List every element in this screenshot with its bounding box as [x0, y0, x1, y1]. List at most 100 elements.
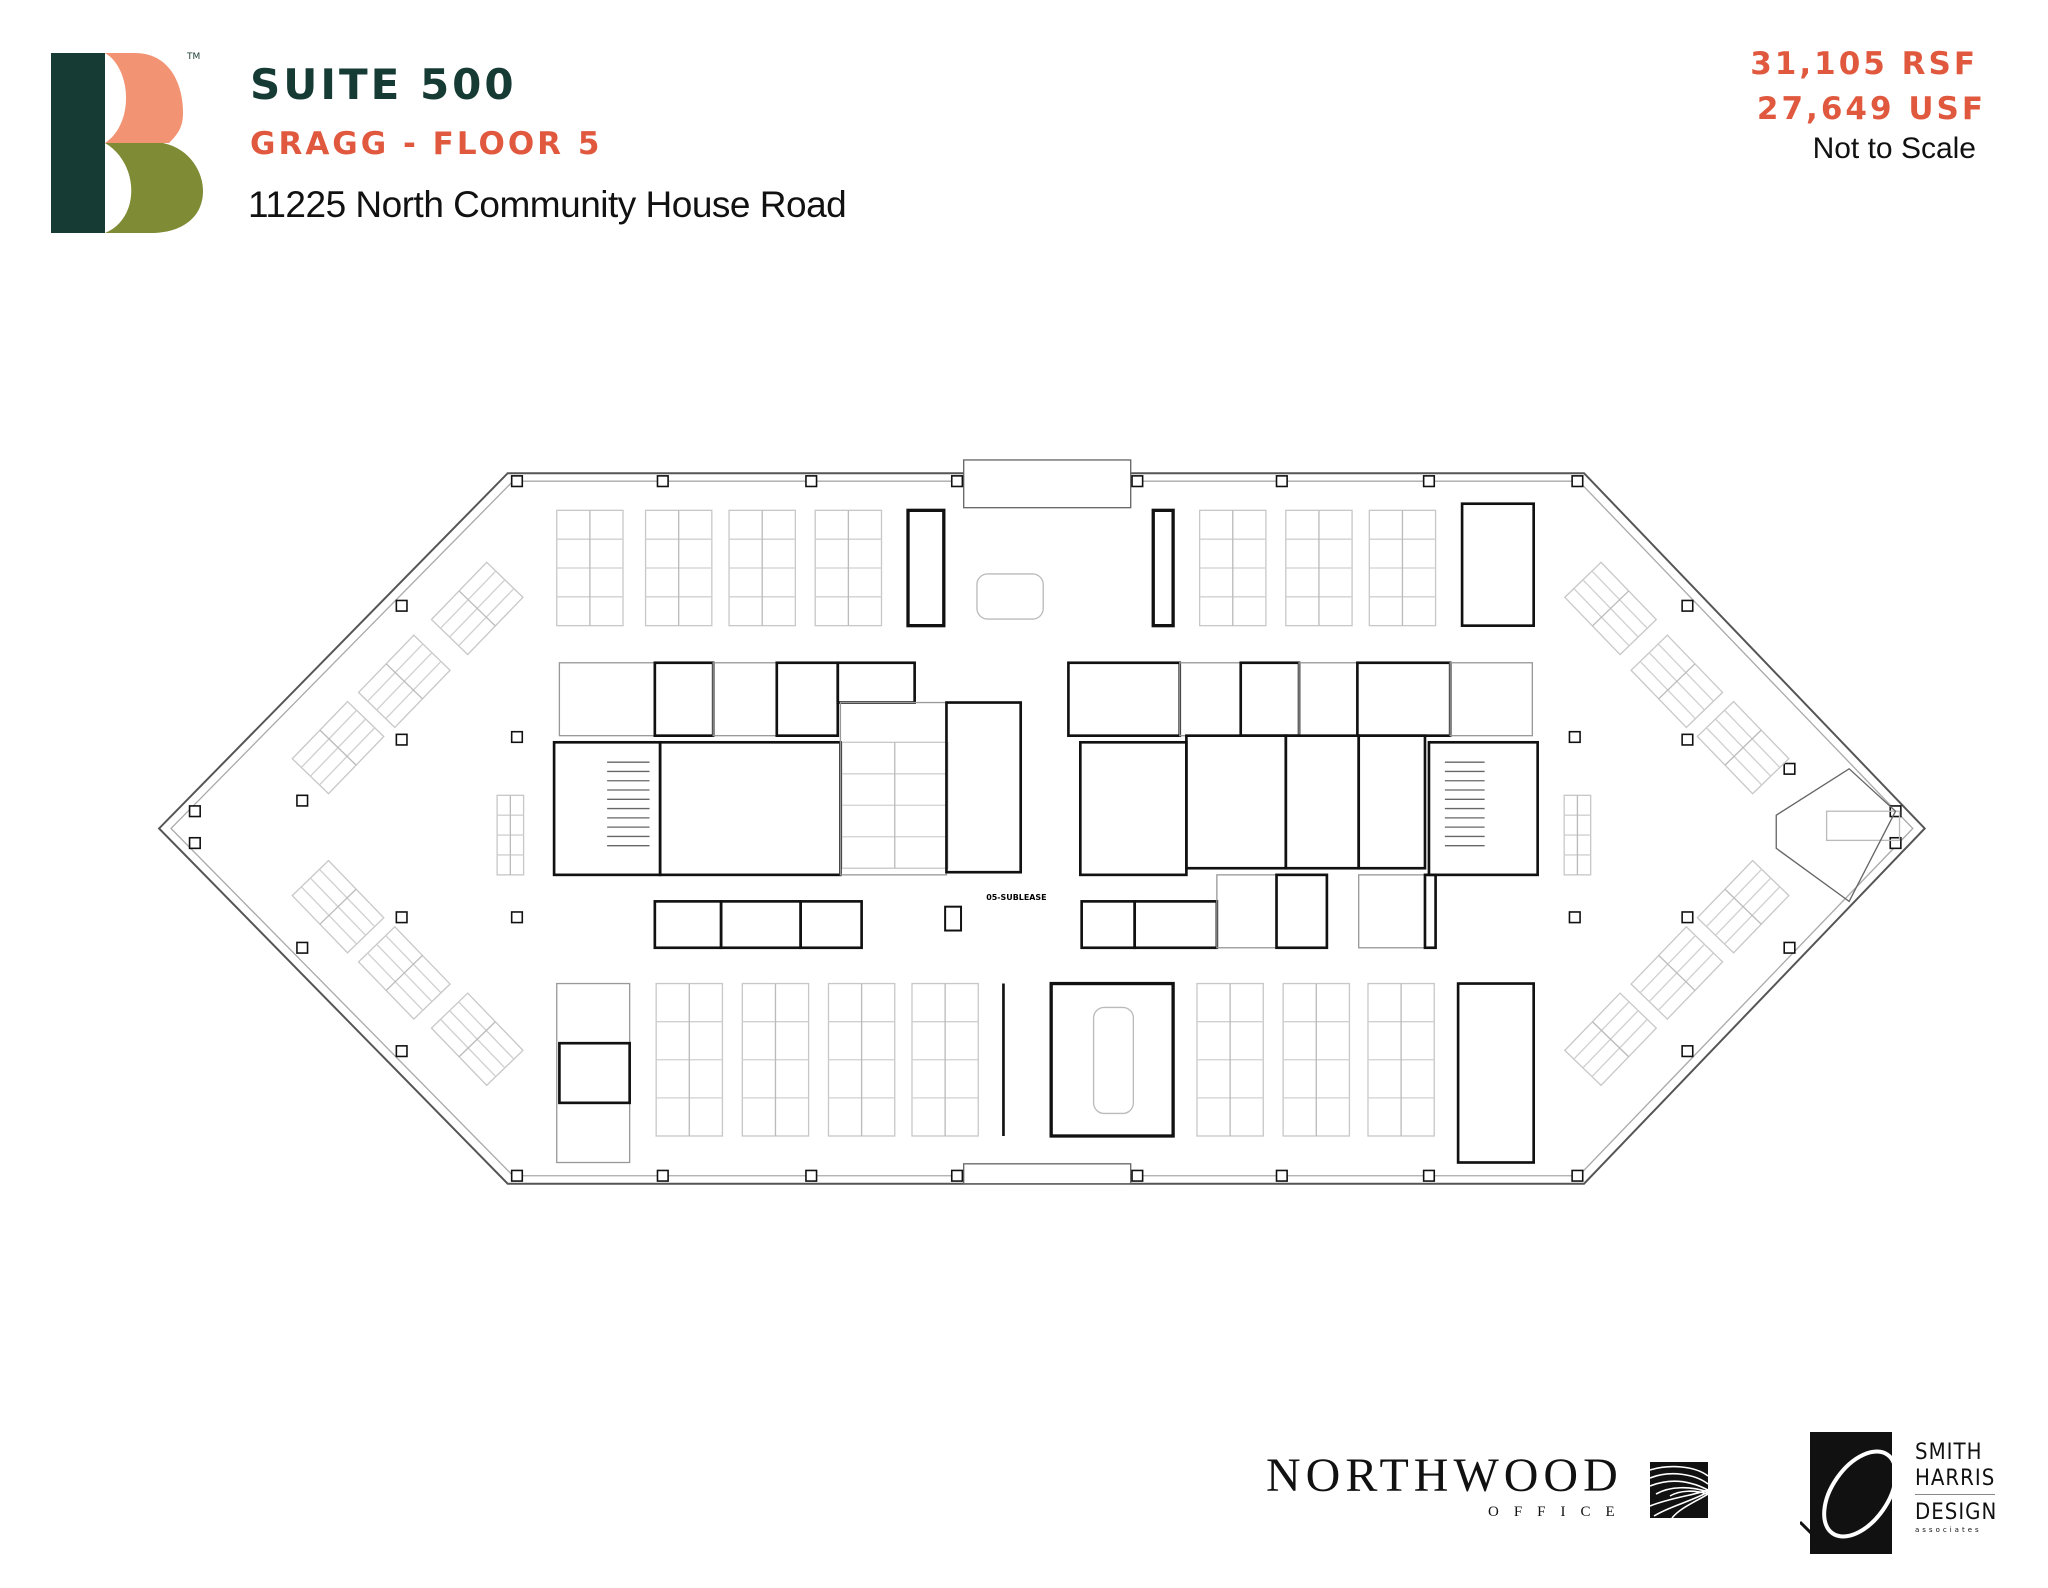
workstation-cluster	[741, 982, 810, 1137]
suite-title: SUITE 500	[250, 60, 517, 109]
entry-notch	[963, 1163, 1132, 1185]
workstation-cluster	[1198, 509, 1267, 627]
workstation-cluster	[291, 700, 385, 795]
column	[1681, 911, 1694, 924]
conference-table	[1825, 810, 1901, 842]
room-wall	[1456, 982, 1535, 1164]
column	[510, 730, 524, 744]
room-wall	[1427, 740, 1539, 877]
room-wall	[775, 661, 840, 738]
workstation-cluster	[1563, 992, 1658, 1087]
column	[950, 475, 964, 488]
smith-text: SMITH	[1915, 1440, 1983, 1465]
workstation-cluster	[1196, 982, 1264, 1137]
room-wall	[1356, 661, 1452, 738]
column	[1571, 475, 1584, 488]
address: 11225 North Community House Road	[248, 184, 847, 225]
associates-text: associates	[1915, 1526, 1982, 1534]
room-outline	[558, 662, 656, 737]
workstation-cluster	[655, 982, 724, 1137]
workstation-cluster	[1696, 700, 1790, 795]
column	[656, 1169, 669, 1182]
room-wall	[719, 900, 802, 950]
column	[1783, 941, 1796, 954]
northwood-office-text: OFFICE	[1488, 1504, 1630, 1520]
column	[296, 941, 309, 954]
column	[1568, 730, 1581, 744]
exterior-wall	[157, 472, 1927, 1185]
workstation-cluster	[357, 634, 451, 729]
design-text: DESIGN	[1915, 1500, 1998, 1525]
column	[296, 794, 309, 807]
workstation-cluster	[1282, 982, 1351, 1137]
workstation-cluster	[496, 794, 525, 876]
workstation-cluster	[556, 509, 624, 627]
column	[1275, 475, 1288, 488]
workstation-cluster	[357, 925, 451, 1020]
workstation-cluster	[841, 741, 949, 869]
workstation-cluster	[827, 982, 896, 1137]
northwood-woodgrain-icon	[1650, 1462, 1708, 1518]
column	[510, 475, 524, 488]
room-wall	[1239, 661, 1301, 738]
room-wall	[653, 900, 723, 950]
room-wall	[836, 661, 916, 704]
workstation-cluster	[1563, 561, 1658, 656]
room-wall	[1080, 900, 1137, 950]
column	[1783, 762, 1796, 775]
room-wall	[945, 701, 1023, 874]
workstation-cluster	[814, 509, 883, 627]
harris-text: HARRIS	[1915, 1466, 1996, 1491]
rentable-square-feet: 31,105 RSF	[1750, 46, 1978, 82]
room-wall	[1151, 508, 1175, 628]
room-wall	[1357, 734, 1427, 870]
room-wall	[1133, 900, 1219, 950]
room-wall	[1460, 502, 1535, 627]
room-wall	[658, 740, 842, 877]
workstation-cluster	[728, 509, 797, 627]
column	[1681, 599, 1694, 612]
room-outline	[839, 701, 948, 876]
smith-harris-logo-mark	[1800, 1432, 1898, 1554]
room-outline	[1449, 662, 1534, 737]
corner-conference-room	[1775, 767, 1897, 903]
column	[805, 1169, 818, 1182]
workstation-cluster	[430, 561, 524, 656]
workstation-cluster	[1630, 634, 1724, 729]
balcony-bump	[963, 459, 1132, 509]
room-wall	[1423, 873, 1437, 950]
column	[510, 1169, 524, 1182]
column	[1131, 1169, 1144, 1182]
workstation-cluster	[430, 992, 524, 1087]
workstation-cluster	[644, 509, 713, 627]
room-wall	[653, 661, 715, 738]
room-outline	[556, 982, 631, 1164]
column	[188, 805, 201, 818]
workstation-cluster	[291, 859, 385, 954]
room-wall	[1284, 734, 1361, 870]
room-outline	[1358, 874, 1426, 949]
room-outline	[1179, 662, 1242, 737]
column	[1571, 1169, 1584, 1182]
room-outline	[1298, 662, 1359, 737]
column	[395, 911, 408, 924]
column	[1889, 836, 1902, 850]
room-wall	[1079, 740, 1188, 877]
workstation-cluster	[1368, 509, 1437, 627]
workstation-cluster	[1696, 859, 1790, 954]
room-wall	[1049, 981, 1175, 1138]
room-outline	[712, 662, 778, 737]
column	[395, 599, 408, 612]
column	[395, 733, 408, 746]
logo-divider	[1915, 1494, 1995, 1495]
column	[1422, 475, 1436, 488]
conference-table	[976, 573, 1044, 620]
room-wall	[1275, 873, 1329, 950]
column	[510, 911, 524, 924]
column	[1275, 1169, 1288, 1182]
exterior-glazing	[170, 480, 1914, 1177]
northwood-logo-text: NORTHWOOD	[1266, 1449, 1623, 1502]
column	[1422, 1169, 1436, 1182]
column	[656, 475, 669, 488]
